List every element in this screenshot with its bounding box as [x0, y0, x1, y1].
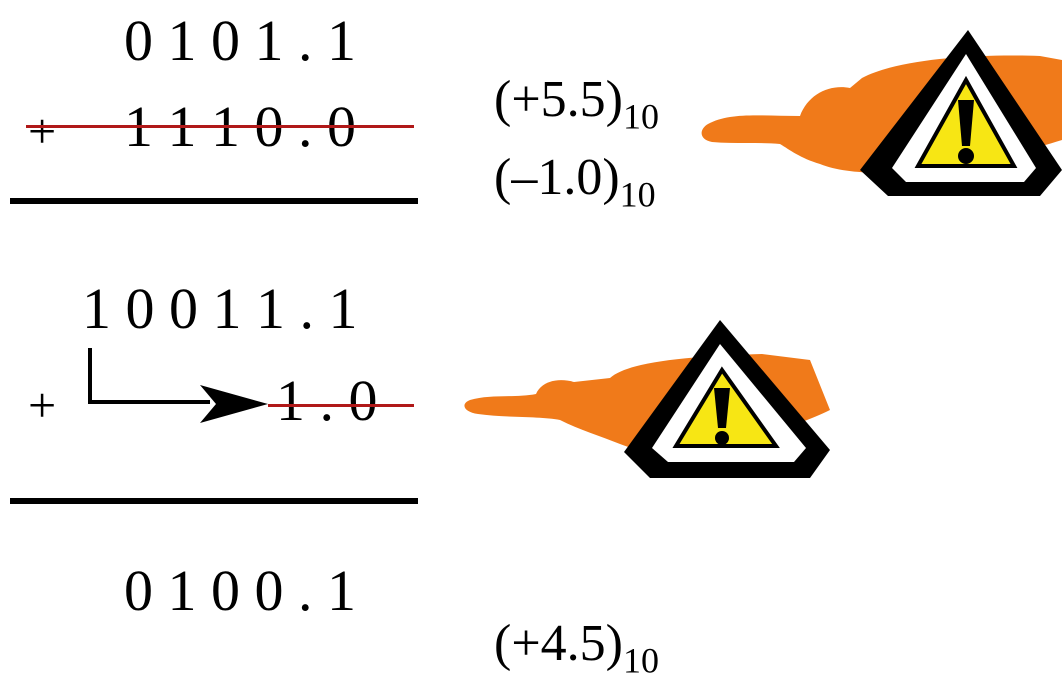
row5-decimal-base: 10	[622, 640, 659, 681]
row2-plus-operator: +	[28, 103, 57, 159]
row4-strike-line	[268, 404, 414, 407]
row1-decimal: (+5.5)10	[468, 22, 659, 135]
row4-plus-operator: +	[28, 377, 57, 433]
sum-rule-2	[10, 498, 418, 504]
warning-triangle-icon	[860, 30, 1062, 196]
diagram-graphics	[88, 30, 1062, 478]
carry-arrow	[88, 348, 268, 423]
row3-binary: 1 0 0 1 1 . 1	[82, 276, 358, 341]
row5-decimal-value: (+4.5)	[494, 615, 623, 672]
row1-binary: 0 1 0 1 . 1	[124, 8, 356, 73]
row2-decimal-base: 10	[619, 174, 656, 215]
row4-binary: 1 . 0	[276, 368, 378, 433]
row2-decimal-value: (–1.0)	[494, 149, 620, 206]
row1-decimal-base: 10	[622, 96, 659, 137]
warning-callout-2	[464, 320, 830, 478]
row2-decimal: (–1.0)10	[468, 100, 656, 213]
row1-decimal-value: (+5.5)	[494, 71, 623, 128]
warning-triangle-icon	[624, 320, 830, 478]
sum-rule-1	[10, 198, 418, 204]
row2-strike-line	[26, 125, 414, 128]
row5-binary: 0 1 0 0 . 1	[124, 558, 356, 623]
warning-callout-1	[701, 30, 1062, 196]
